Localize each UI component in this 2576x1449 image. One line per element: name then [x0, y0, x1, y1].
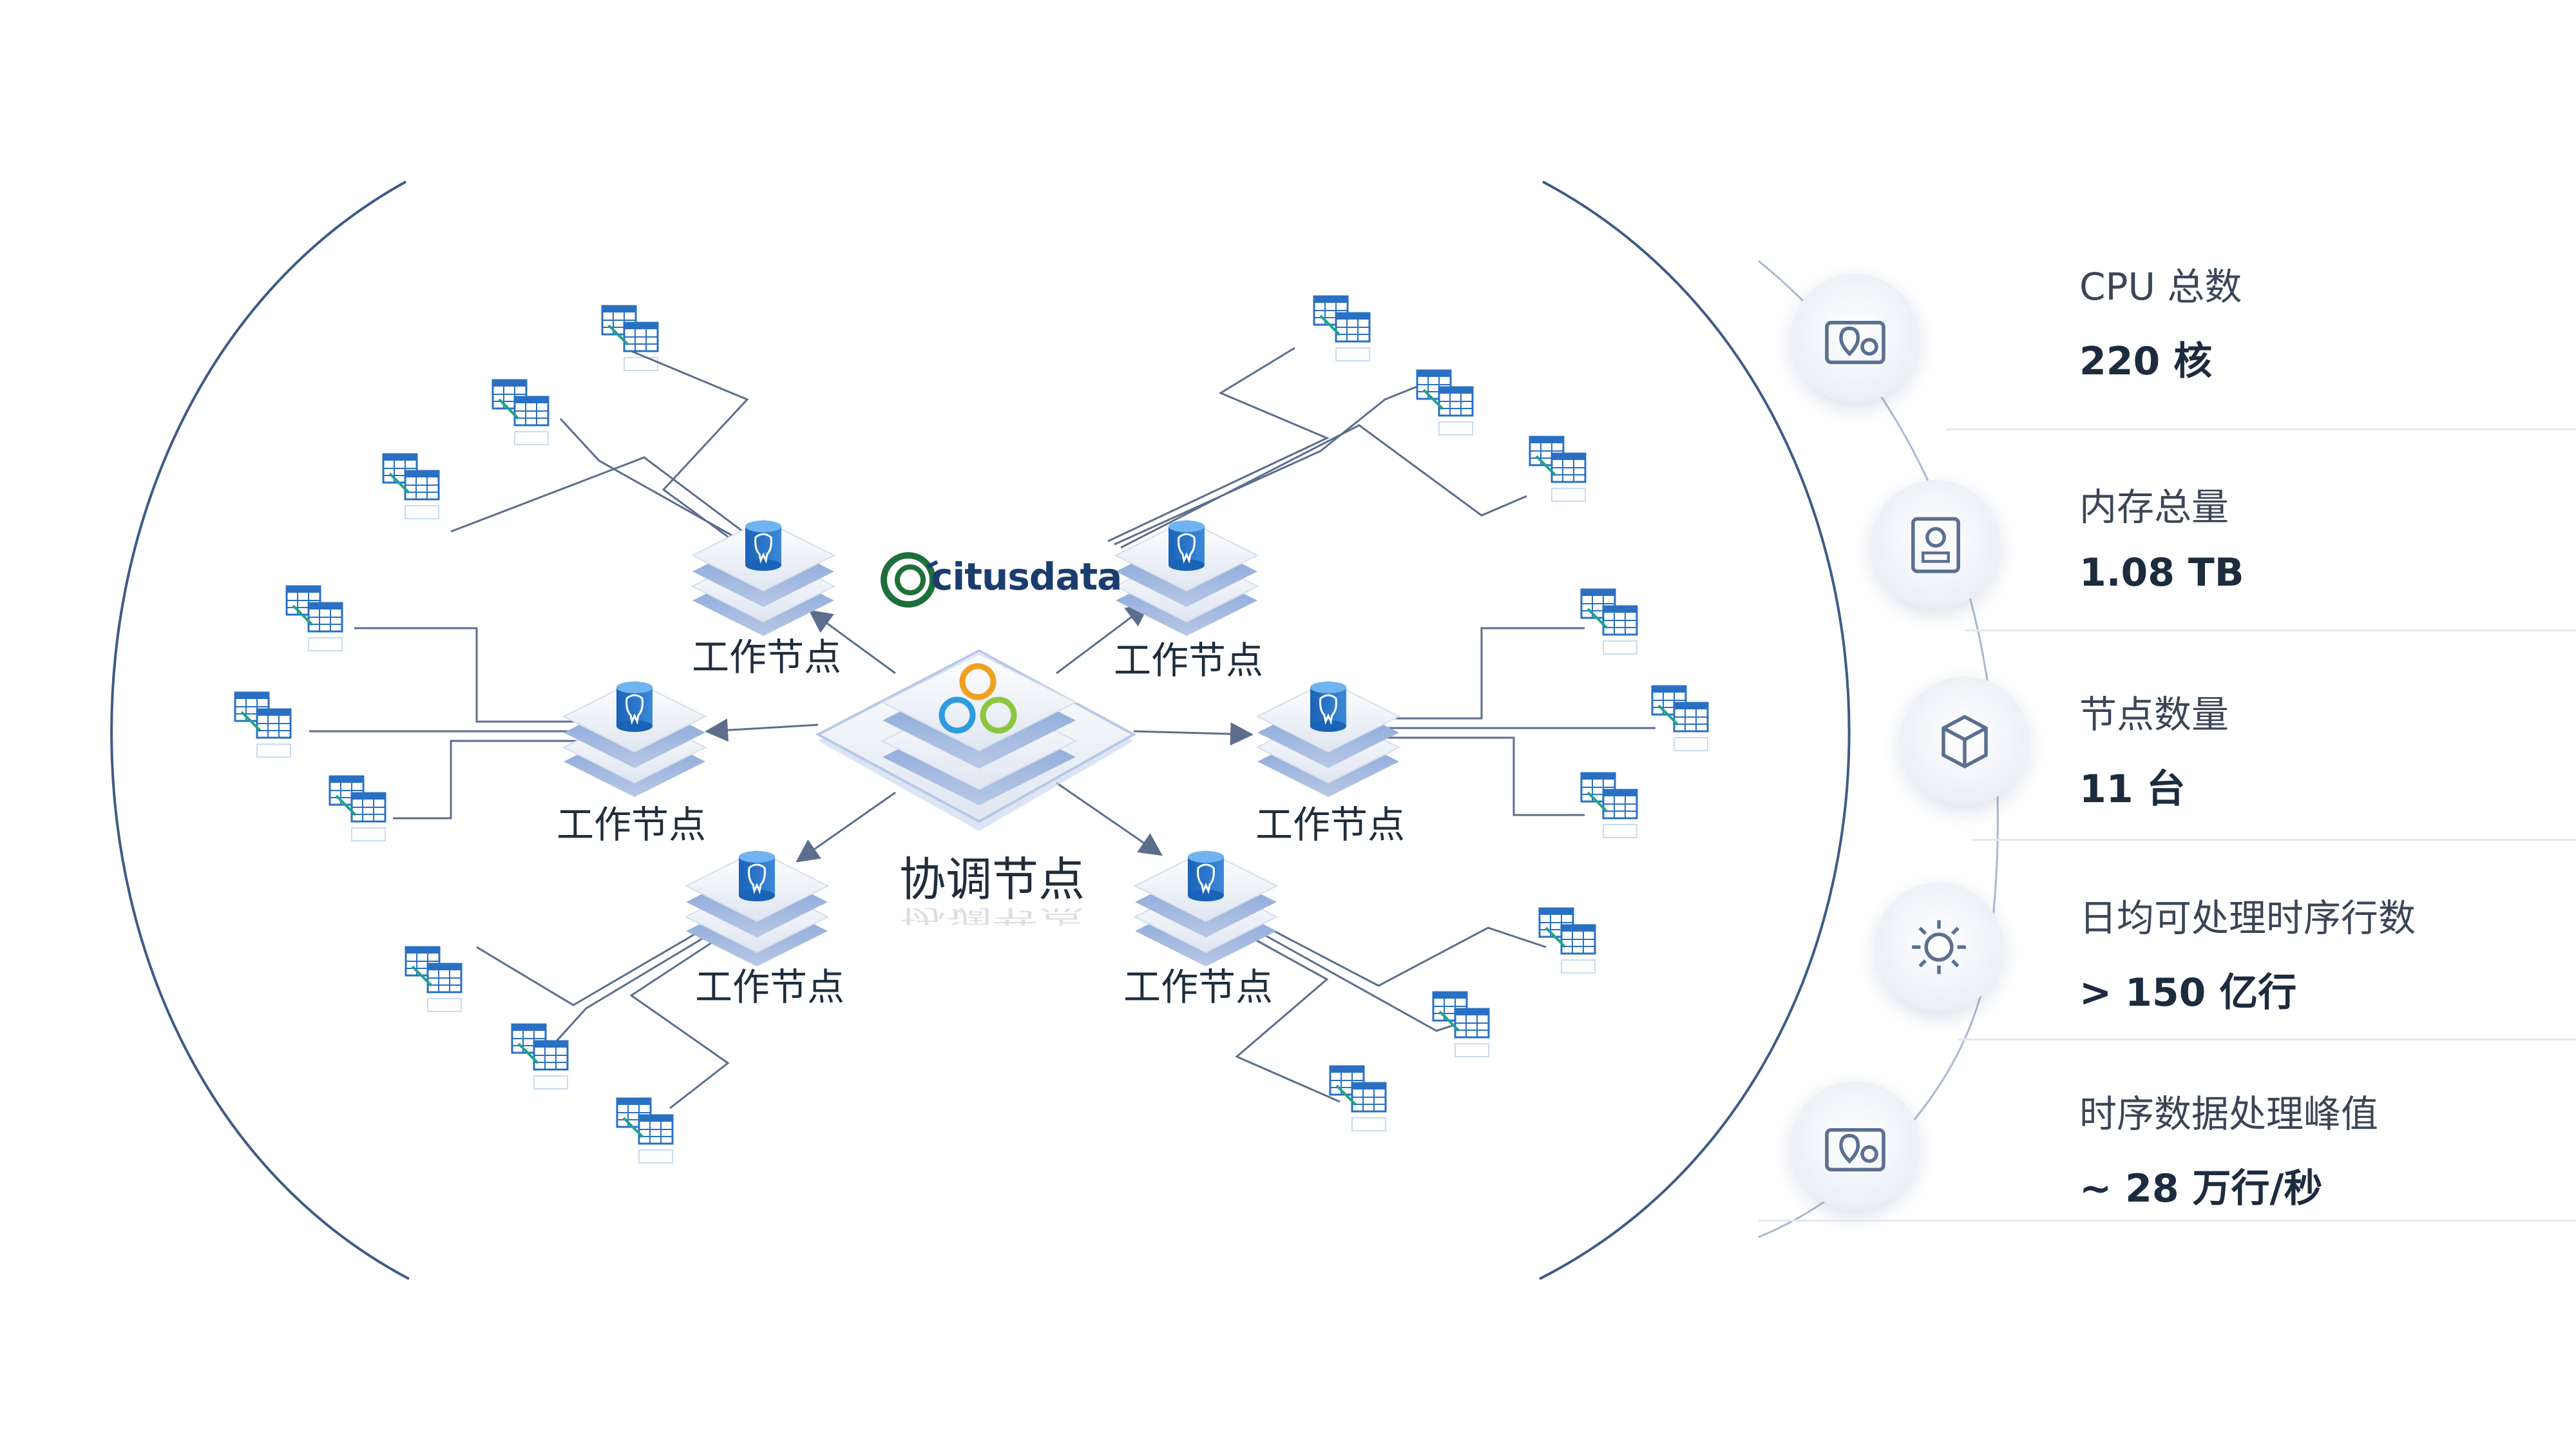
- stat-title-peak: 时序数据处理峰值: [2079, 1092, 2379, 1136]
- stat-value-daily-rows: > 150 亿行: [2079, 970, 2297, 1015]
- worker-node: [1256, 680, 1400, 798]
- table-icon: [1432, 991, 1490, 1058]
- table-icon: [616, 1097, 674, 1164]
- citusdata-logo: citusdata: [881, 552, 1122, 608]
- worker-node: [1114, 519, 1259, 637]
- table-icon: [1313, 295, 1371, 362]
- stat-value-cpu: 220 核: [2079, 339, 2213, 384]
- table-icon: [234, 691, 292, 758]
- worker-label: 工作节点: [1114, 638, 1263, 682]
- divider: [1965, 629, 2576, 631]
- divider: [1945, 428, 2576, 430]
- divider: [1958, 1039, 2576, 1041]
- table-icon: [1538, 907, 1596, 974]
- divider: [1759, 1220, 2576, 1222]
- table-icon: [1580, 772, 1638, 839]
- table-icon: [1416, 369, 1474, 436]
- table-icon: [1651, 685, 1709, 752]
- stat-title-memory: 内存总量: [2079, 485, 2229, 529]
- sun-gear-icon: [1875, 883, 2003, 1012]
- worker-label: 工作节点: [692, 635, 841, 679]
- stat-title-cpu: CPU 总数: [2079, 265, 2242, 309]
- worker-label: 工作节点: [1123, 965, 1273, 1009]
- right-arc: [1539, 180, 1851, 1280]
- table-icon: [285, 585, 343, 652]
- divider: [1971, 839, 2576, 841]
- worker-label: 工作节点: [695, 965, 844, 1009]
- worker-node: [1134, 849, 1278, 968]
- clipboard-icon: [1871, 480, 2000, 609]
- table-icon: [1329, 1065, 1387, 1132]
- stat-title-nodes: 节点数量: [2079, 693, 2229, 736]
- stat-value-memory: 1.08 TB: [2079, 550, 2244, 595]
- table-icon: [382, 453, 440, 520]
- coordinator-node: [815, 649, 1137, 831]
- stat-value-nodes: 11 台: [2079, 767, 2186, 812]
- worker-node: [691, 519, 835, 637]
- table-icon: [329, 775, 386, 842]
- table-icon: [511, 1023, 569, 1090]
- worker-label: 工作节点: [557, 803, 706, 847]
- coordinator-label-reflection: 协调节点: [899, 905, 1085, 927]
- worker-node: [685, 849, 829, 968]
- map-pin-icon: [1791, 1081, 1920, 1210]
- citusdata-logo-text: citusdata: [931, 555, 1121, 599]
- table-icon: [1529, 436, 1587, 503]
- stat-title-daily-rows: 日均可处理时序行数: [2079, 896, 2416, 940]
- coordinator-logo-icon: [939, 663, 1017, 734]
- box-icon: [1900, 677, 2029, 805]
- stat-value-peak: ~ 28 万行/秒: [2079, 1166, 2323, 1211]
- table-icon: [405, 946, 463, 1013]
- table-icon: [491, 379, 549, 446]
- map-location-icon: [1791, 274, 1920, 403]
- shard-links: [309, 347, 1655, 1109]
- table-icon: [1580, 588, 1638, 655]
- worker-node: [562, 680, 707, 798]
- coordinator-label: 协调节点: [899, 852, 1085, 907]
- worker-label: 工作节点: [1255, 803, 1405, 847]
- left-arc: [110, 180, 410, 1280]
- table-icon: [601, 305, 659, 372]
- coordinator-links: [705, 603, 1254, 863]
